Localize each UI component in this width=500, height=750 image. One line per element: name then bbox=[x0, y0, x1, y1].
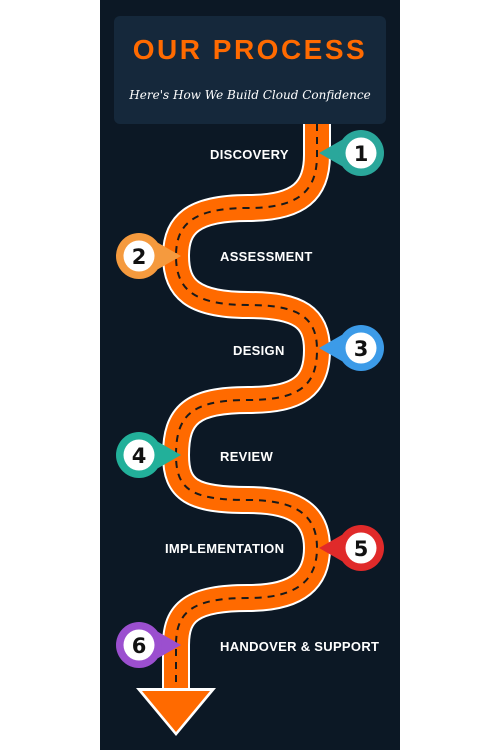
step-number: 6 bbox=[132, 634, 147, 658]
process-poster: OUR PROCESS Here's How We Build Cloud Co… bbox=[100, 0, 400, 750]
step-number: 3 bbox=[354, 337, 369, 361]
step-label-design: DESIGN bbox=[233, 343, 285, 358]
step-label-implementation: IMPLEMENTATION bbox=[165, 541, 285, 556]
page-title: OUR PROCESS bbox=[132, 34, 368, 65]
step-pin-4: 4 bbox=[116, 432, 181, 478]
pin-badge bbox=[345, 137, 377, 169]
pin-badge bbox=[345, 532, 377, 564]
step-pin-3: 3 bbox=[319, 325, 384, 371]
step-number: 5 bbox=[354, 537, 369, 561]
step-pin-5: 5 bbox=[319, 525, 384, 571]
step-number: 4 bbox=[132, 444, 147, 468]
page-subtitle: Here's How We Build Cloud Confidence bbox=[129, 88, 371, 102]
step-pin-1: 1 bbox=[319, 130, 384, 176]
step-number: 2 bbox=[132, 245, 147, 269]
step-label-discovery: DISCOVERY bbox=[210, 147, 289, 162]
pin-badge bbox=[123, 240, 155, 272]
winding-road-diagram: 1 2 3 4 5 6 bbox=[116, 124, 384, 736]
step-label-review: REVIEW bbox=[220, 449, 274, 464]
road-lane-markings bbox=[174, 124, 319, 705]
step-pin-2: 2 bbox=[116, 233, 181, 279]
road-end-arrow bbox=[142, 691, 210, 732]
step-pin-6: 6 bbox=[116, 622, 181, 668]
pin-badge bbox=[345, 332, 377, 364]
header-panel: OUR PROCESS Here's How We Build Cloud Co… bbox=[114, 16, 386, 124]
step-label-handover-support: HANDOVER & SUPPORT bbox=[220, 639, 380, 654]
pin-badge bbox=[123, 629, 155, 661]
step-number: 1 bbox=[354, 142, 369, 166]
step-label-assessment: ASSESSMENT bbox=[220, 249, 313, 264]
pin-badge bbox=[123, 439, 155, 471]
